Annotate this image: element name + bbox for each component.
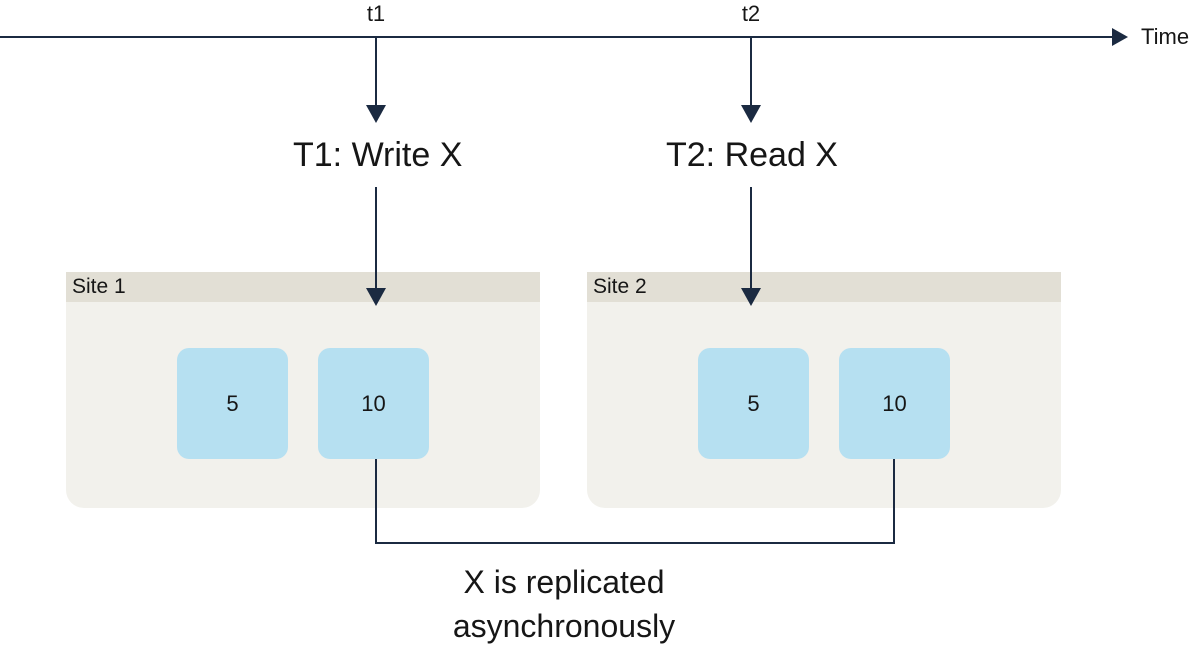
- site-2-header: Site 2: [587, 272, 1061, 302]
- site-2-title: Site 2: [593, 275, 647, 298]
- t2-arrowhead: [741, 105, 761, 123]
- tick-t2: t2: [741, 1, 761, 26]
- timeline-arrowhead: [1112, 28, 1128, 46]
- transaction-t1-label: T1: Write X: [293, 136, 463, 174]
- site-2-panel: Site 2: [587, 272, 1061, 508]
- site-1-title: Site 1: [72, 275, 126, 298]
- site-2-cell-a: 5: [698, 348, 809, 459]
- site1-arrowhead: [366, 288, 386, 306]
- replication-connector: [375, 459, 895, 544]
- site2-arrowhead: [741, 288, 761, 306]
- site-1-panel: Site 1: [66, 272, 540, 508]
- site-2-cell-x: 10: [839, 348, 950, 459]
- transaction-t2-label: T2: Read X: [666, 136, 838, 174]
- site-1-header: Site 1: [66, 272, 540, 302]
- time-axis-label: Time: [1141, 24, 1190, 49]
- replication-caption: X is replicated asynchronously: [364, 560, 764, 648]
- site-1-cell-x: 10: [318, 348, 429, 459]
- site-1-cell-a: 5: [177, 348, 288, 459]
- replication-caption-line2: asynchronously: [452, 608, 676, 644]
- tick-t1: t1: [366, 1, 386, 26]
- t1-arrowhead: [366, 105, 386, 123]
- replication-caption-line1: X is replicated: [463, 564, 665, 600]
